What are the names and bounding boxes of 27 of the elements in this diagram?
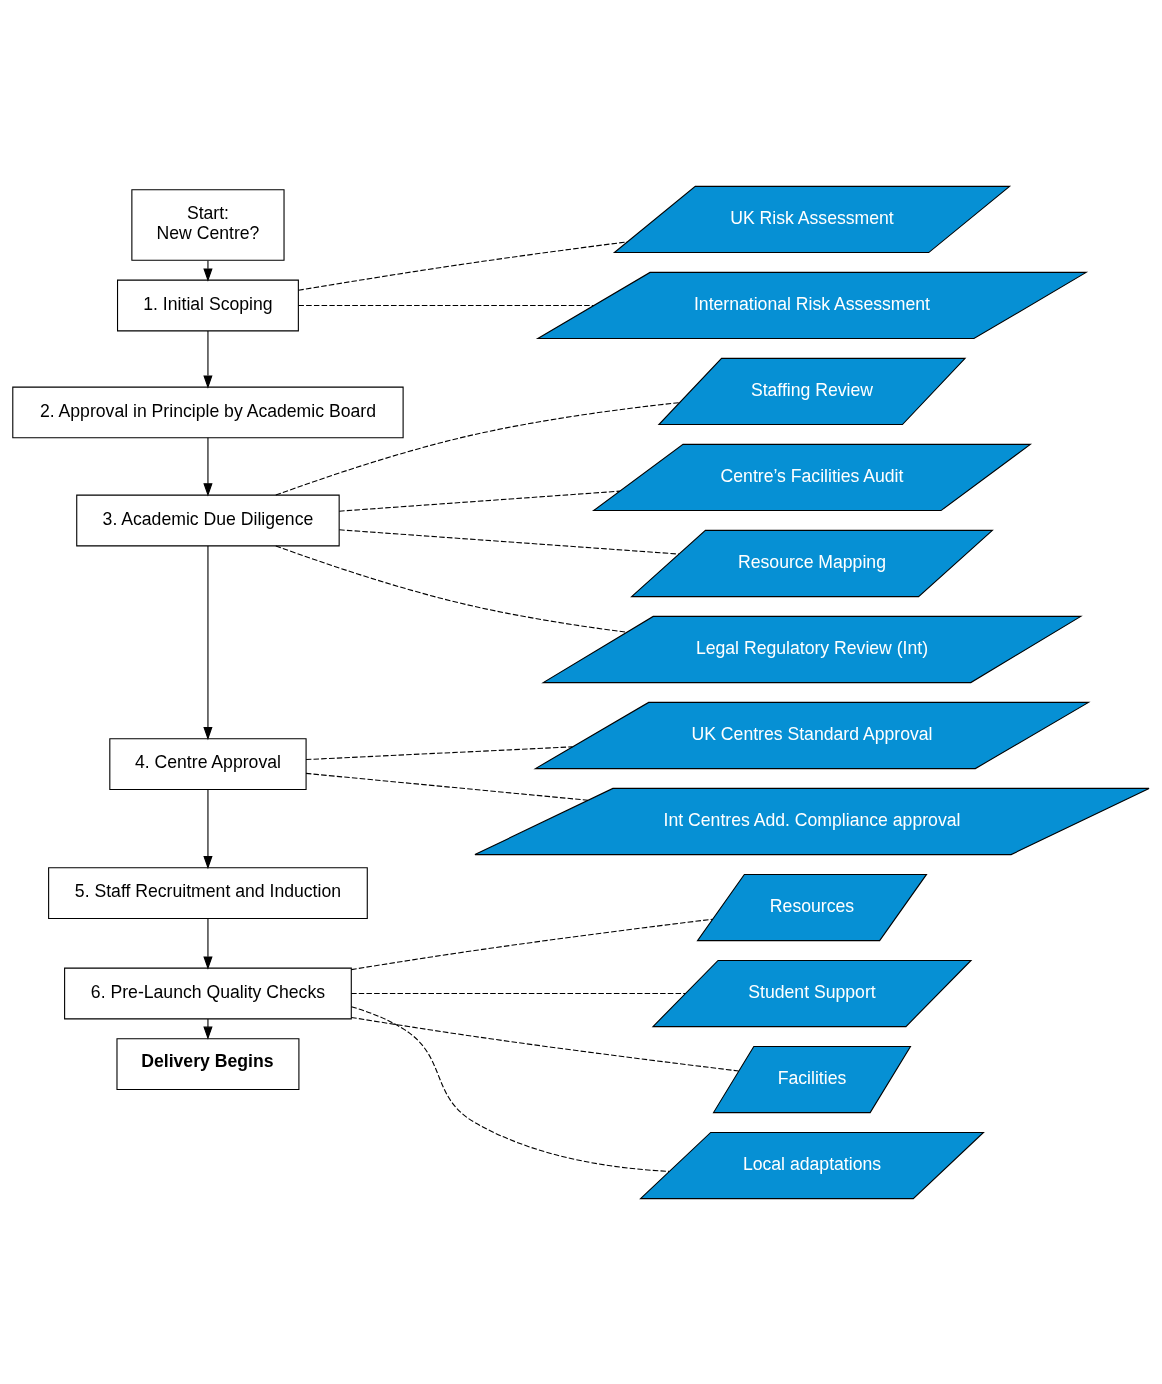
connector xyxy=(350,918,714,970)
arrow xyxy=(203,1017,213,1040)
connector xyxy=(350,1016,740,1072)
arrow xyxy=(203,259,213,282)
node-box: Delivery Begins xyxy=(116,1037,300,1090)
arrow xyxy=(203,545,213,740)
connector xyxy=(350,992,686,994)
connector xyxy=(305,745,573,760)
connector xyxy=(350,1005,670,1172)
node-box: Start: New Centre? xyxy=(131,188,285,261)
connector xyxy=(297,304,595,306)
arrow xyxy=(203,436,213,496)
arrow xyxy=(203,917,213,970)
connector xyxy=(305,772,589,801)
node-box: 5. Staff Recruitment and Induction xyxy=(48,866,368,919)
arrow xyxy=(203,788,213,869)
node-box: 2. Approval in Principle by Academic Board xyxy=(12,386,404,438)
node-box: 4. Centre Approval xyxy=(109,737,307,790)
node-box: 3. Academic Due Diligence xyxy=(76,494,340,546)
connector xyxy=(275,544,628,633)
node-box: 1. Initial Scoping xyxy=(117,279,299,331)
connector xyxy=(338,528,680,555)
connector xyxy=(275,401,680,496)
connector xyxy=(297,240,628,291)
connector xyxy=(338,490,621,512)
arrow xyxy=(203,329,213,389)
node-box: 6. Pre-Launch Quality Checks xyxy=(64,967,352,1019)
